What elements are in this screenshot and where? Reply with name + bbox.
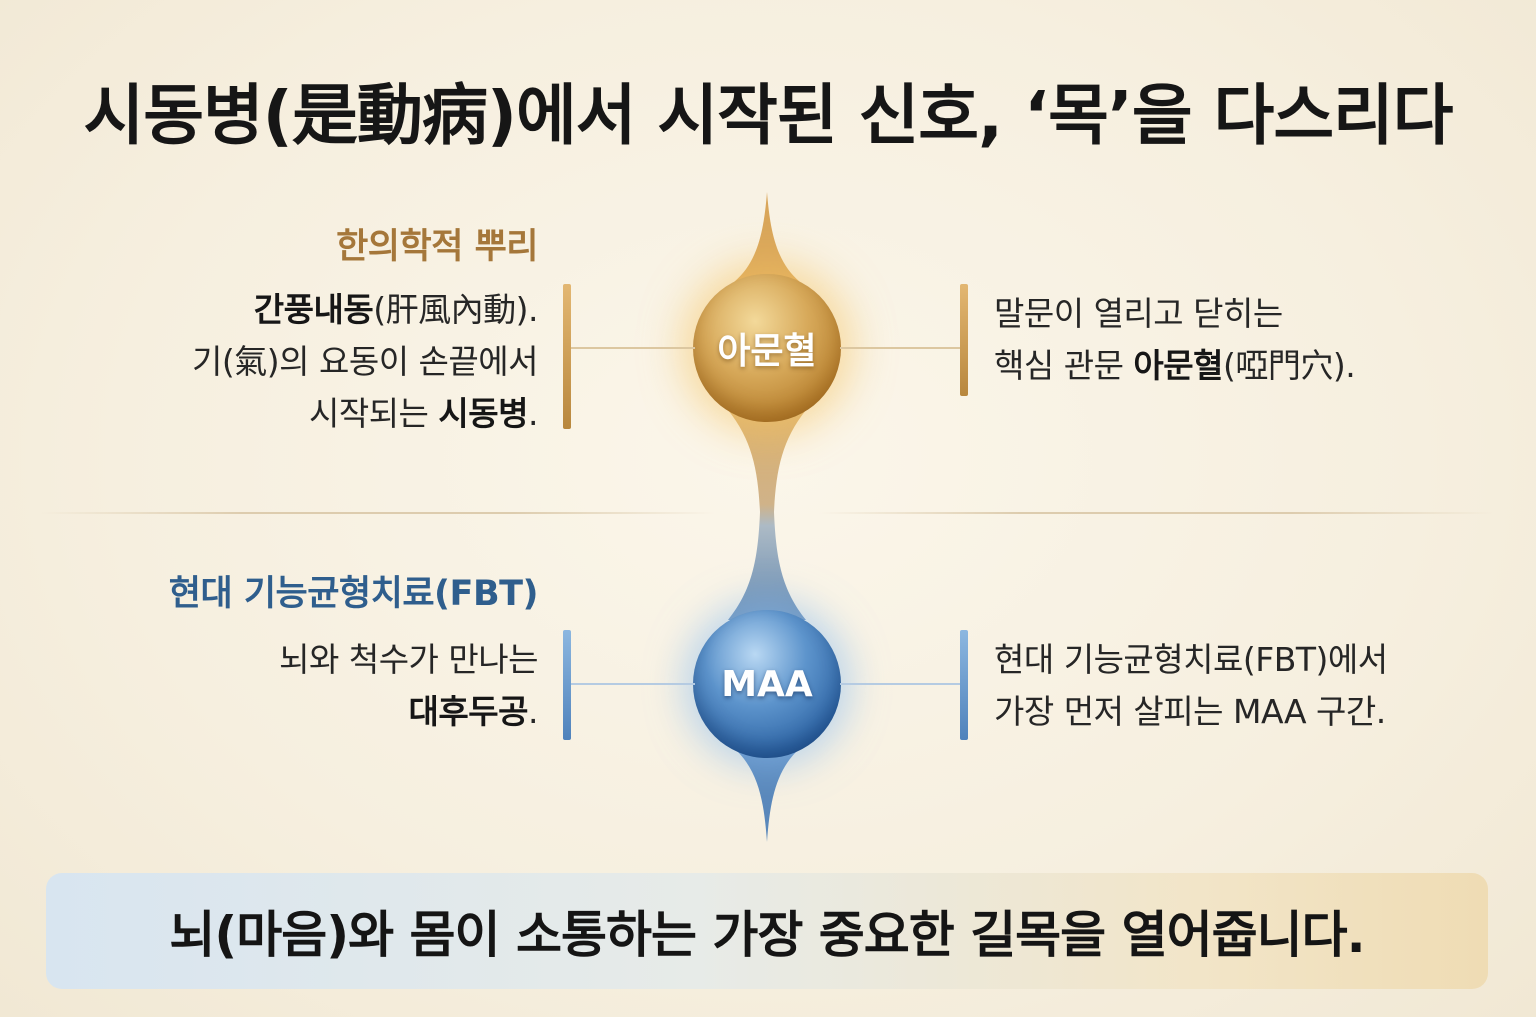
bottom-right-accent-bar — [960, 630, 968, 740]
top-left-connector — [571, 347, 695, 349]
top-left-accent-bar — [563, 284, 571, 429]
bottom-left-accent-bar — [563, 630, 571, 740]
top-left-line-1: 간풍내동(肝風內動). — [253, 290, 539, 329]
bottom-right-text: 현대 기능균형치료(FBT)에서 가장 먼저 살피는 MAA 구간. — [994, 634, 1388, 738]
top-left-line-3: 시작되는 시동병. — [308, 394, 539, 433]
bottom-right-line-2: 가장 먼저 살피는 MAA 구간. — [994, 692, 1386, 731]
top-left-line-2: 기(氣)의 요동이 손끝에서 — [192, 342, 538, 381]
bottom-right-connector — [840, 683, 960, 685]
orb-maa: MAA — [693, 610, 841, 758]
page-title: 시동병(是動病)에서 시작된 신호, ‘목’을 다스리다 — [83, 77, 1454, 154]
orb-amun-acupoint: 아문혈 — [693, 274, 841, 422]
top-right-connector — [840, 347, 960, 349]
divider-left — [40, 512, 716, 514]
heading-modern-fbt: 현대 기능균형치료(FBT) — [168, 574, 539, 614]
bottom-left-line-2: 대후두공. — [408, 692, 539, 731]
top-right-text: 말문이 열리고 닫히는 핵심 관문 아문혈(啞門穴). — [994, 288, 1356, 392]
bottom-right-line-1: 현대 기능균형치료(FBT)에서 — [994, 640, 1388, 679]
bottom-left-connector — [571, 683, 695, 685]
divider-right — [818, 512, 1494, 514]
top-left-text: 간풍내동(肝風內動). 기(氣)의 요동이 손끝에서 시작되는 시동병. — [192, 284, 538, 440]
summary-banner: 뇌(마음)와 몸이 소통하는 가장 중요한 길목을 열어줍니다. — [46, 873, 1488, 989]
heading-korean-medicine-root: 한의학적 뿌리 — [336, 227, 538, 267]
top-right-accent-bar — [960, 284, 968, 396]
top-right-line-1: 말문이 열리고 닫히는 — [994, 294, 1283, 333]
bottom-left-line-1: 뇌와 척수가 만나는 — [279, 640, 538, 679]
bottom-left-text: 뇌와 척수가 만나는 대후두공. — [279, 634, 538, 738]
top-right-line-2: 핵심 관문 아문혈(啞門穴). — [994, 346, 1356, 385]
